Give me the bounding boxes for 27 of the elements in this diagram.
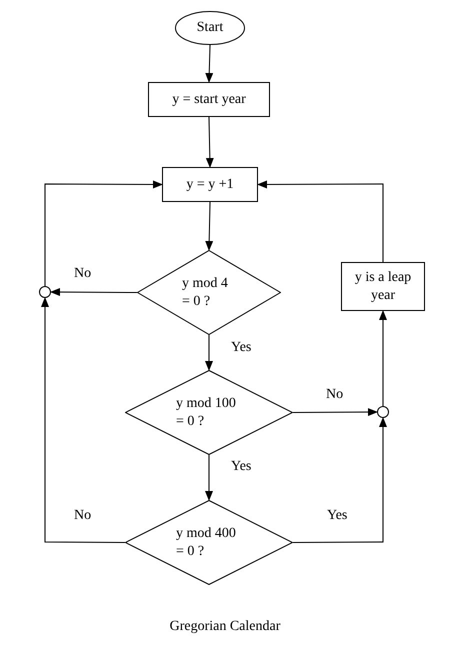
process-box — [341, 262, 425, 311]
caption: Gregorian Calendar — [170, 618, 280, 636]
decision-diamond — [137, 250, 281, 335]
start-oval — [175, 11, 245, 45]
node-text: y mod 100 = 0 ? — [176, 394, 237, 430]
process-box — [162, 167, 258, 202]
arrow — [41, 297, 126, 543]
process-box — [148, 82, 270, 117]
decision-diamond — [125, 500, 293, 585]
arrow — [50, 288, 138, 296]
arrow — [257, 180, 384, 262]
node-text: y = y +1 — [186, 176, 234, 194]
arrow — [44, 180, 163, 286]
arrow — [205, 44, 214, 83]
arrow — [206, 116, 214, 168]
node-text: y mod 400 = 0 ? — [176, 524, 237, 560]
arrow — [379, 310, 387, 406]
arrow — [292, 417, 387, 543]
node-text: Start — [196, 19, 224, 37]
node-text: y = start year — [172, 90, 246, 108]
arrow — [205, 454, 213, 501]
node-text: y is a leap year — [354, 268, 412, 304]
decision-diamond — [125, 370, 293, 455]
arrow — [205, 334, 213, 371]
arrow — [292, 408, 378, 416]
node-text: y mod 4 = 0 ? — [182, 274, 229, 310]
arrow — [205, 202, 214, 251]
